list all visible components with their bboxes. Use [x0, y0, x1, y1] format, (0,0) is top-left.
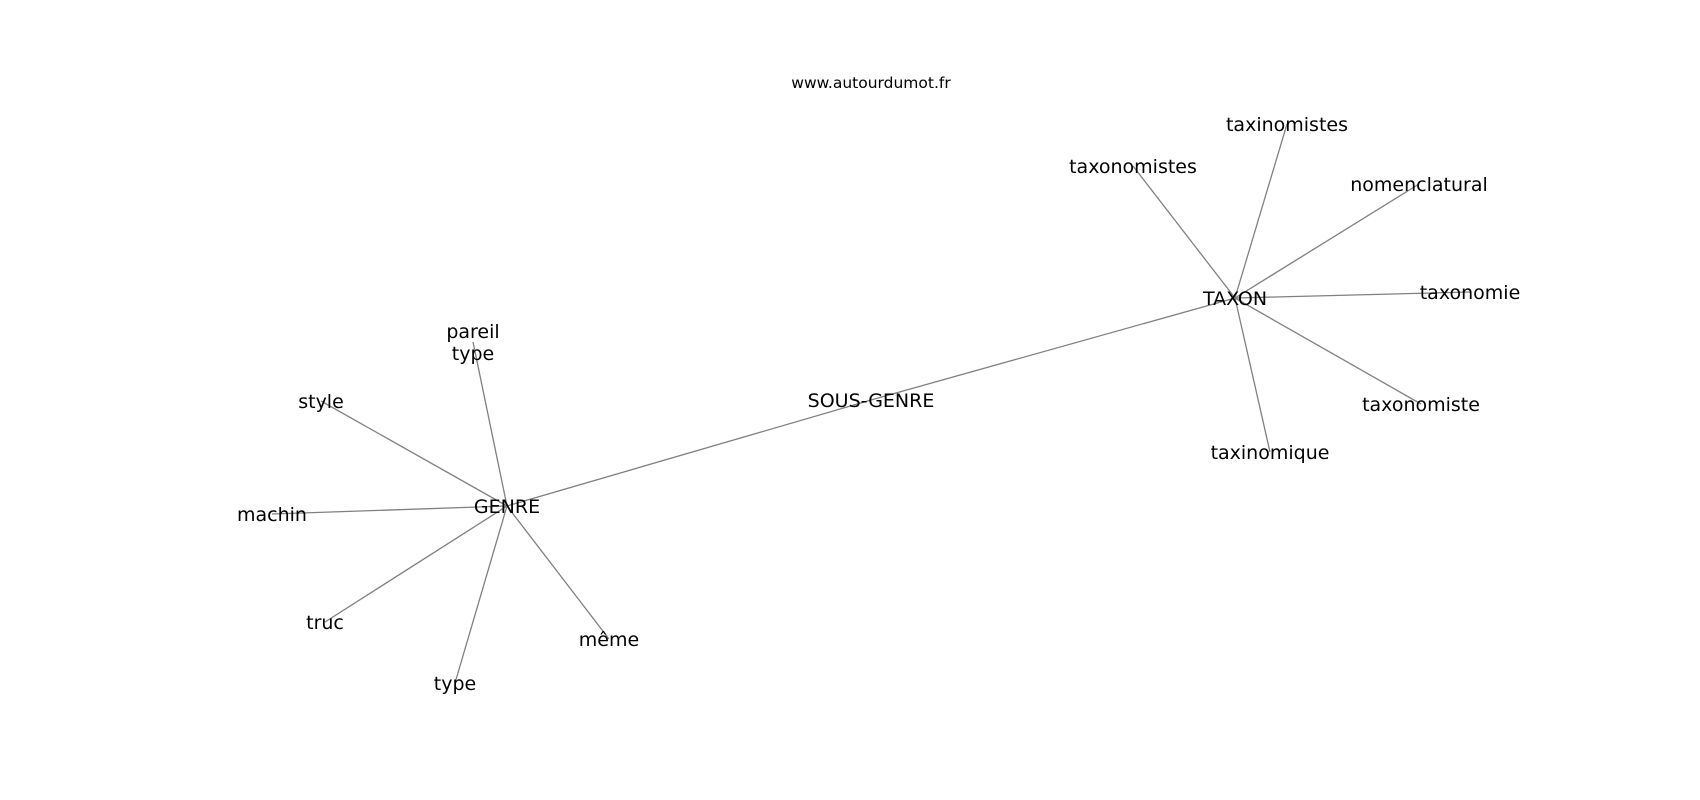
node-taxonomiste: taxonomiste	[1362, 394, 1480, 416]
edge-taxon-taxonomiste	[1234, 297, 1422, 405]
graph-edges	[271, 123, 1471, 684]
edge-taxon-taxinomistes	[1234, 123, 1288, 299]
edge-sous-genre-genre	[506, 399, 872, 507]
edge-genre-meme	[506, 505, 610, 640]
node-style: style	[298, 391, 344, 413]
node-type: type	[434, 673, 476, 695]
graph-nodes: SOUS-GENRE TAXON GENRE taxinomistes taxonomi…	[237, 114, 1520, 695]
edge-sous-genre-taxon	[870, 297, 1236, 401]
edge-taxon-taxonomie	[1234, 291, 1471, 299]
edge-taxon-taxinomique	[1234, 297, 1271, 453]
node-taxon: TAXON	[1202, 288, 1267, 310]
node-taxinomique: taxinomique	[1211, 442, 1330, 464]
edge-genre-machin	[271, 505, 508, 515]
source-url: www.autourdumot.fr	[791, 74, 951, 92]
node-taxonomistes: taxonomistes	[1069, 156, 1197, 178]
node-taxonomie: taxonomie	[1420, 282, 1521, 304]
edge-genre-type	[454, 505, 508, 684]
edge-genre-truc	[324, 505, 508, 623]
edge-genre-pareil-type	[472, 341, 508, 507]
edge-genre-style	[320, 400, 508, 507]
node-sous-genre: SOUS-GENRE	[808, 390, 935, 412]
node-nomenclatural: nomenclatural	[1350, 174, 1488, 196]
node-meme: même	[579, 629, 639, 651]
node-truc: truc	[306, 612, 344, 634]
edge-taxon-nomenclatural	[1234, 183, 1420, 299]
node-genre: GENRE	[474, 496, 540, 518]
node-taxinomistes: taxinomistes	[1226, 114, 1348, 136]
edge-taxon-taxonomistes	[1132, 165, 1236, 299]
node-machin: machin	[237, 504, 307, 526]
